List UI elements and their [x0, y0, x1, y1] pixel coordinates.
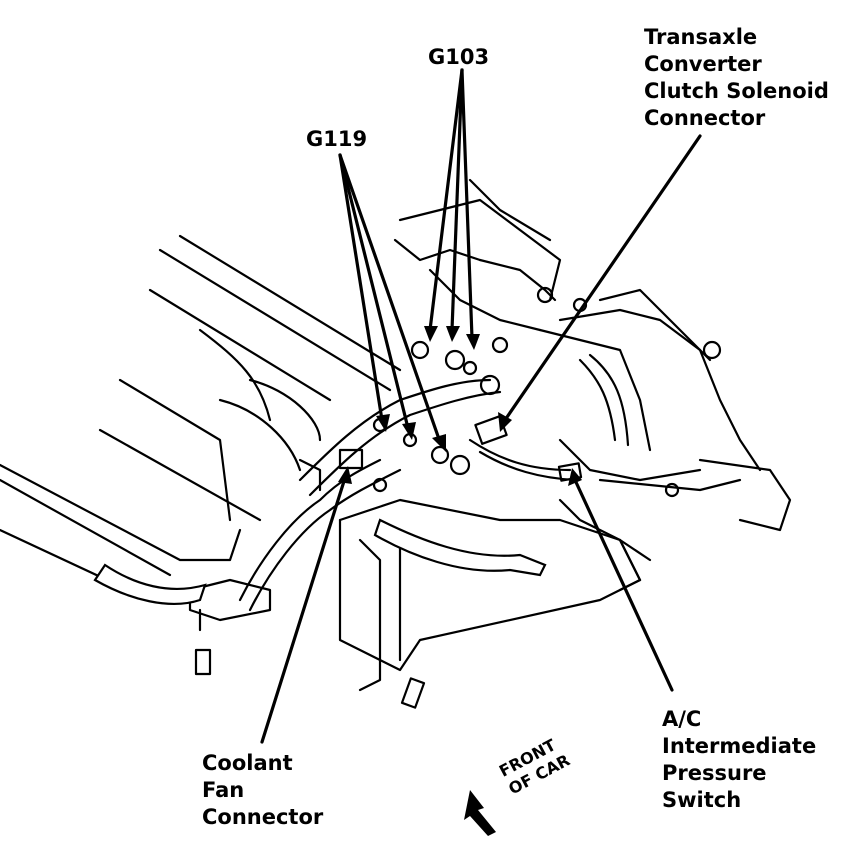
coolant-label-line: Connector — [202, 805, 324, 829]
ac-label-line: A/C — [662, 707, 702, 731]
transaxle-housing — [538, 288, 792, 592]
ac-label-line: Pressure — [662, 761, 767, 785]
ac-label-line: Intermediate — [662, 734, 817, 758]
front-arrow-icon — [464, 790, 496, 836]
body-structure — [0, 234, 402, 602]
ac-label-line: Switch — [662, 788, 742, 812]
oil-pan — [188, 498, 642, 709]
coolant-fan-connector-label: Coolant Fan Connector — [202, 750, 323, 831]
transaxle-connector-label: Transaxle Converter Clutch Solenoid Conn… — [644, 24, 829, 132]
g119-label: G119 — [306, 127, 368, 151]
transaxle-label-line: Transaxle — [644, 25, 758, 49]
wiring-harness — [93, 378, 583, 612]
ac-pressure-switch-label: A/C Intermediate Pressure Switch — [662, 706, 816, 814]
coolant-label-line: Fan — [202, 778, 245, 802]
coolant-label-line: Coolant — [202, 751, 293, 775]
engine-block — [372, 178, 588, 493]
g103-label: G103 — [428, 45, 490, 69]
transaxle-label-line: Clutch Solenoid — [644, 79, 829, 103]
transaxle-label-line: Converter — [644, 52, 762, 76]
transaxle-label-line: Connector — [644, 106, 766, 130]
leader-lines — [260, 68, 702, 744]
